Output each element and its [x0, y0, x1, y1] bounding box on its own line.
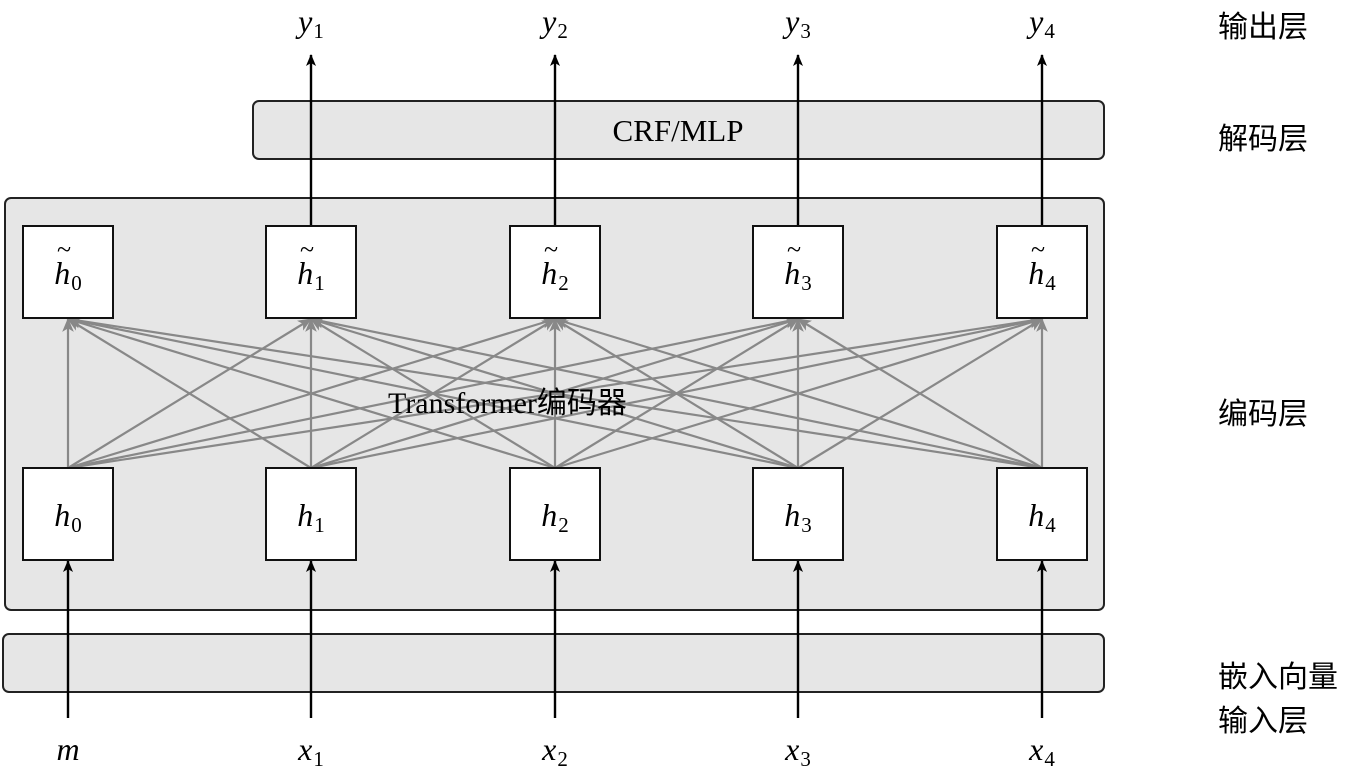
hidden-node-0: [22, 467, 114, 561]
encoded-node-1: [265, 225, 357, 319]
hidden-label-0: h0: [54, 497, 82, 537]
attention-arrow-4-2: [553, 317, 1043, 470]
encoded-node-0: [22, 225, 114, 319]
hidden-node-1: [265, 467, 357, 561]
encoder-label: Transformer编码器: [388, 387, 627, 420]
encoded-label-1-tilde: ~: [300, 235, 314, 264]
attention-arrow-4-1: [309, 315, 1043, 470]
attention-arrow-3-0: [66, 315, 799, 470]
hidden-label-2: h2: [541, 497, 569, 537]
output-label-2: y2: [539, 3, 568, 43]
encoded-label-4: h4: [1028, 255, 1056, 295]
hidden-node-4: [996, 467, 1088, 561]
encoded-label-0-tilde: ~: [57, 235, 71, 264]
attention-arrow-4-0: [66, 315, 1043, 470]
encoded-node-2: [509, 225, 601, 319]
output-layer-label: 输出层: [1218, 10, 1308, 45]
decoder-label: CRF/MLP: [613, 113, 744, 148]
hidden-label-4: h4: [1028, 497, 1056, 537]
hidden-node-2: [509, 467, 601, 561]
decode-layer-label: 解码层: [1218, 122, 1308, 157]
attention-arrow-1-0: [67, 318, 312, 469]
encoded-label-0: h0: [54, 255, 82, 295]
encoded-label-3: h3: [784, 255, 812, 295]
encoded-label-4-tilde: ~: [1031, 235, 1045, 264]
input-label-0: m: [56, 731, 79, 767]
hidden-label-1: h1: [297, 497, 325, 537]
encoded-node-4: [996, 225, 1088, 319]
embedding-label: 嵌入向量: [1218, 660, 1338, 695]
encoded-label-3-tilde: ~: [787, 235, 801, 264]
input-layer-label: 输入层: [1218, 704, 1308, 739]
hidden-node-3: [752, 467, 844, 561]
encoded-label-1: h1: [297, 255, 325, 295]
decoder-panel: [252, 100, 1105, 160]
input-label-1: x1: [297, 731, 324, 771]
input-label-3: x3: [784, 731, 811, 771]
output-label-3: y3: [782, 3, 811, 43]
encoded-label-2-tilde: ~: [544, 235, 558, 264]
embedding-panel: [2, 633, 1105, 693]
hidden-label-3: h3: [784, 497, 812, 537]
output-label-4: y4: [1026, 3, 1055, 43]
encoded-label-2: h2: [541, 255, 569, 295]
node-boxes: [22, 225, 1088, 561]
output-label-1: y1: [295, 3, 324, 43]
attention-arrow-2-0: [66, 317, 556, 470]
input-label-2: x2: [541, 731, 568, 771]
attention-arrow-4-3: [797, 318, 1043, 469]
attention-connections: [62, 315, 1048, 470]
encoded-node-3: [752, 225, 844, 319]
encode-layer-label: 编码层: [1218, 397, 1308, 432]
input-label-4: x4: [1028, 731, 1055, 771]
vertical-flow-arrows: [63, 54, 1047, 718]
